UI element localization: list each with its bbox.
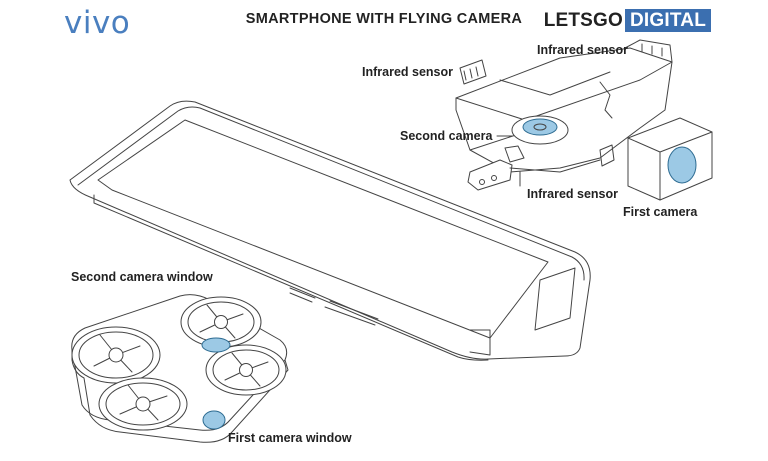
label-first-camera-window: First camera window bbox=[228, 431, 352, 445]
label-infrared-sensor-bottom: Infrared sensor bbox=[527, 187, 619, 201]
label-second-camera-window: Second camera window bbox=[71, 270, 213, 284]
drone-rotor-bottom-left bbox=[98, 377, 188, 431]
smartphone-drawing bbox=[69, 100, 591, 361]
label-first-camera: First camera bbox=[623, 205, 698, 219]
camera-module-drawing bbox=[455, 39, 713, 201]
site-logo-part2: DIGITAL bbox=[625, 9, 711, 32]
second-camera-window bbox=[201, 337, 231, 353]
drone-rotor-top-right bbox=[180, 296, 262, 348]
drone-rotor-bottom-right bbox=[205, 344, 287, 396]
first-camera-unit bbox=[627, 117, 713, 201]
site-logo-part1: LETSGO bbox=[543, 10, 624, 31]
leader-lines bbox=[496, 135, 521, 187]
first-camera-window bbox=[202, 410, 226, 430]
drone-drawing bbox=[71, 294, 289, 443]
letsgodigital-logo: LETSGO DIGITAL bbox=[542, 9, 711, 32]
label-second-camera: Second camera bbox=[400, 129, 493, 143]
label-infrared-sensor-top: Infrared sensor bbox=[537, 43, 629, 57]
page-title: SMARTPHONE WITH FLYING CAMERA bbox=[245, 11, 523, 27]
vivo-logo: vivo bbox=[64, 5, 131, 41]
label-infrared-sensor-left: Infrared sensor bbox=[362, 65, 454, 79]
drone-rotor-top-left bbox=[71, 326, 161, 384]
second-camera-lens bbox=[511, 115, 569, 145]
